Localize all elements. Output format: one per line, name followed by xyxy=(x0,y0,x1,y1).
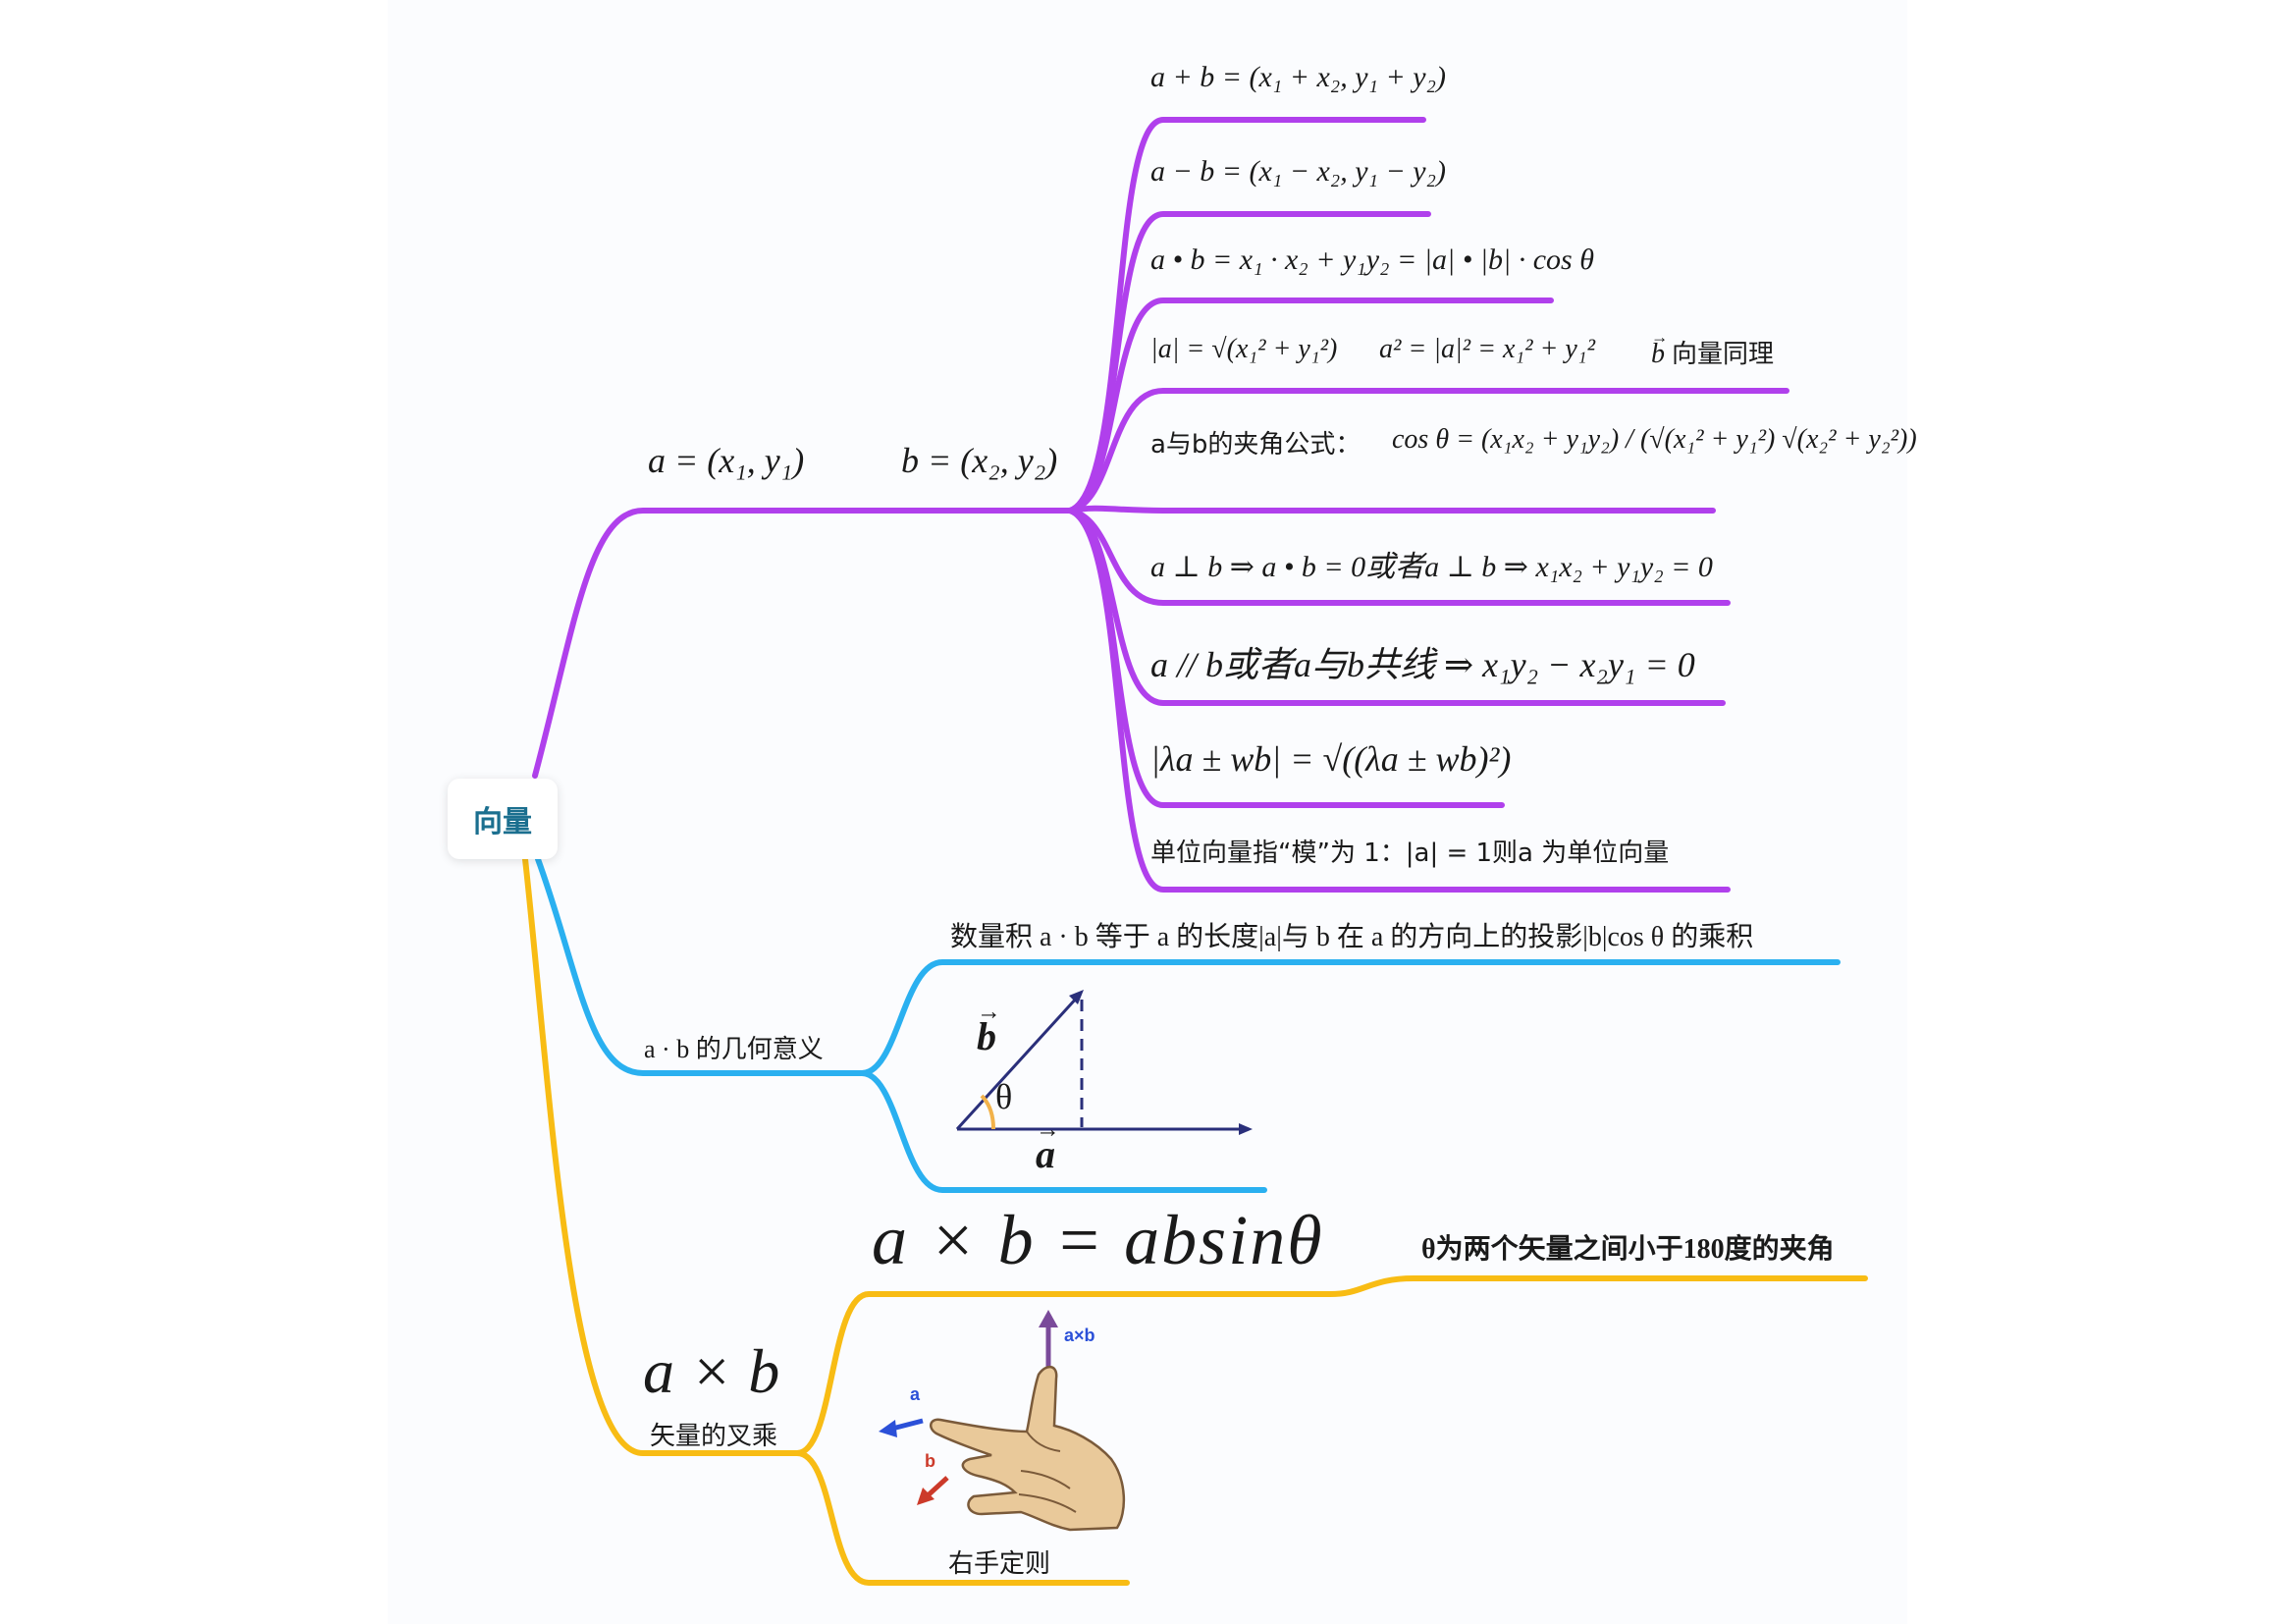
cross-branch-label: 矢量的叉乘 xyxy=(650,1416,777,1452)
figure-label-theta-text: θ xyxy=(995,1077,1013,1116)
angle-formula: cos θ = (x₁x₂ + y₁y₂) / (√(x₁² + y₁²) √(… xyxy=(1392,424,1917,456)
root-node[interactable]: 向量 xyxy=(448,779,558,859)
canvas-background xyxy=(388,0,1907,1624)
formula-perp-text: a ⊥ b ⇒ a • b = 0或者a ⊥ b ⇒ x₁x₂ + y₁y₂ =… xyxy=(1150,551,1713,583)
cross-symbol-text: a × b xyxy=(643,1336,780,1406)
hand-label-b: b xyxy=(925,1451,935,1472)
angle-formula-label: a与b的夹角公式： xyxy=(1150,424,1361,460)
vector-a-coord-text: a = (x₁, y₁) xyxy=(648,441,805,480)
formula-sum-text: a + b = (x₁ + x₂, y₁ + y₂) xyxy=(1150,61,1446,93)
geom-branch-label-text: a · b 的几何意义 xyxy=(644,1035,824,1063)
projection-description: 数量积 a · b 等于 a 的长度|a|与 b 在 a 的方向上的投影|b|c… xyxy=(950,915,1753,954)
vector-b-coord: b = (x₂, y₂) xyxy=(901,440,1057,481)
formula-parallel-text: a // b或者a与b共线 ⇒ x₁y₂ − x₂y₁ = 0 xyxy=(1150,645,1695,684)
formula-mod-a: |a| = √(x₁² + y₁²) xyxy=(1150,334,1337,365)
cross-note-text: θ为两个矢量之间小于180度的夹角 xyxy=(1421,1234,1835,1265)
formula-lambda-text: |λa ± wb| = √((λa ± wb)²) xyxy=(1150,739,1512,779)
angle-formula-label-text: a与b的夹角公式： xyxy=(1150,430,1362,460)
hand-label-a: a xyxy=(910,1384,920,1405)
cross-formula: a × b = absinθ xyxy=(872,1200,1324,1281)
a-arrow-icon xyxy=(879,1420,897,1437)
hand-label-axb: a×b xyxy=(1064,1326,1095,1346)
formula-b-same: b 向量同理 xyxy=(1651,328,1775,370)
hand-icon xyxy=(929,1366,1126,1532)
formula-perp: a ⊥ b ⇒ a • b = 0或者a ⊥ b ⇒ x₁x₂ + y₁y₂ =… xyxy=(1150,542,1713,585)
projection-figure xyxy=(955,990,1253,1135)
right-hand-caption-text: 右手定则 xyxy=(948,1549,1051,1579)
vector-b-coord-text: b = (x₂, y₂) xyxy=(901,441,1058,480)
vector-a-coord: a = (x₁, y₁) xyxy=(648,440,804,481)
b-arrow-icon xyxy=(917,1488,934,1505)
connector-cross-hand xyxy=(794,1450,1130,1586)
unit-vector-note: 单位向量指“模”为 1：|a| = 1则a 为单位向量 xyxy=(1150,833,1669,869)
formula-lambda: |λa ± wb| = √((λa ± wb)²) xyxy=(1150,738,1511,780)
connector-root-geom xyxy=(535,856,865,1076)
right-hand-figure xyxy=(879,1310,1126,1532)
connector-cross-formula xyxy=(794,1275,1868,1456)
root-label: 向量 xyxy=(473,805,532,839)
vector-b-symbol: b xyxy=(1651,328,1665,370)
angle-formula-text: cos θ = (x₁x₂ + y₁y₂) / (√(x₁² + y₁²) √(… xyxy=(1392,424,1917,455)
cross-symbol[interactable]: a × b xyxy=(643,1335,779,1408)
connector-geom-figure xyxy=(859,1070,1267,1193)
formula-sum: a + b = (x₁ + x₂, y₁ + y₂) xyxy=(1150,61,1446,94)
figure-label-b: b xyxy=(977,999,996,1059)
right-hand-caption: 右手定则 xyxy=(948,1543,1050,1580)
formula-b-same-text: 向量同理 xyxy=(1672,340,1775,369)
formula-mod-sq-text: a² = |a|² = x₁² + y₁² xyxy=(1379,334,1595,364)
connector-root-coord xyxy=(532,508,1073,779)
hand-label-a-text: a xyxy=(910,1384,921,1404)
figure-label-a-text: a xyxy=(1036,1116,1055,1177)
hand-label-b-text: b xyxy=(925,1451,935,1471)
formula-dot-text: a • b = x₁ · x₂ + y₁y₂ = |a| • |b| · cos… xyxy=(1150,244,1594,276)
axb-arrow-icon xyxy=(1039,1310,1058,1327)
figure-label-theta: θ xyxy=(995,1076,1012,1117)
formula-parallel: a // b或者a与b共线 ⇒ x₁y₂ − x₂y₁ = 0 xyxy=(1150,636,1695,687)
cross-branch-label-text: 矢量的叉乘 xyxy=(650,1422,778,1451)
theta-arc xyxy=(980,1094,995,1130)
connector-geom-projection xyxy=(859,959,1841,1076)
figure-label-b-text: b xyxy=(977,999,996,1059)
connector-fan-formulas xyxy=(1067,117,1789,893)
vector-b-arrow xyxy=(955,995,1080,1131)
formula-mod-a-text: |a| = √(x₁² + y₁²) xyxy=(1150,334,1338,364)
cross-note: θ为两个矢量之间小于180度的夹角 xyxy=(1421,1227,1835,1267)
hand-label-axb-text: a×b xyxy=(1064,1326,1095,1345)
figure-label-a: a xyxy=(1036,1116,1055,1177)
unit-vector-note-text: 单位向量指“模”为 1：|a| = 1则a 为单位向量 xyxy=(1150,839,1670,868)
projection-description-text: 数量积 a · b 等于 a 的长度|a|与 b 在 a 的方向上的投影|b|c… xyxy=(950,922,1754,952)
connector-root-cross xyxy=(522,856,800,1456)
formula-diff: a − b = (x₁ − x₂, y₁ − y₂) xyxy=(1150,155,1446,189)
cross-formula-text: a × b = absinθ xyxy=(872,1201,1324,1279)
geom-branch-label[interactable]: a · b 的几何意义 xyxy=(644,1029,824,1065)
formula-mod-sq: a² = |a|² = x₁² + y₁² xyxy=(1379,334,1595,365)
formula-diff-text: a − b = (x₁ − x₂, y₁ − y₂) xyxy=(1150,155,1446,188)
formula-dot: a • b = x₁ · x₂ + y₁y₂ = |a| • |b| · cos… xyxy=(1150,244,1594,277)
